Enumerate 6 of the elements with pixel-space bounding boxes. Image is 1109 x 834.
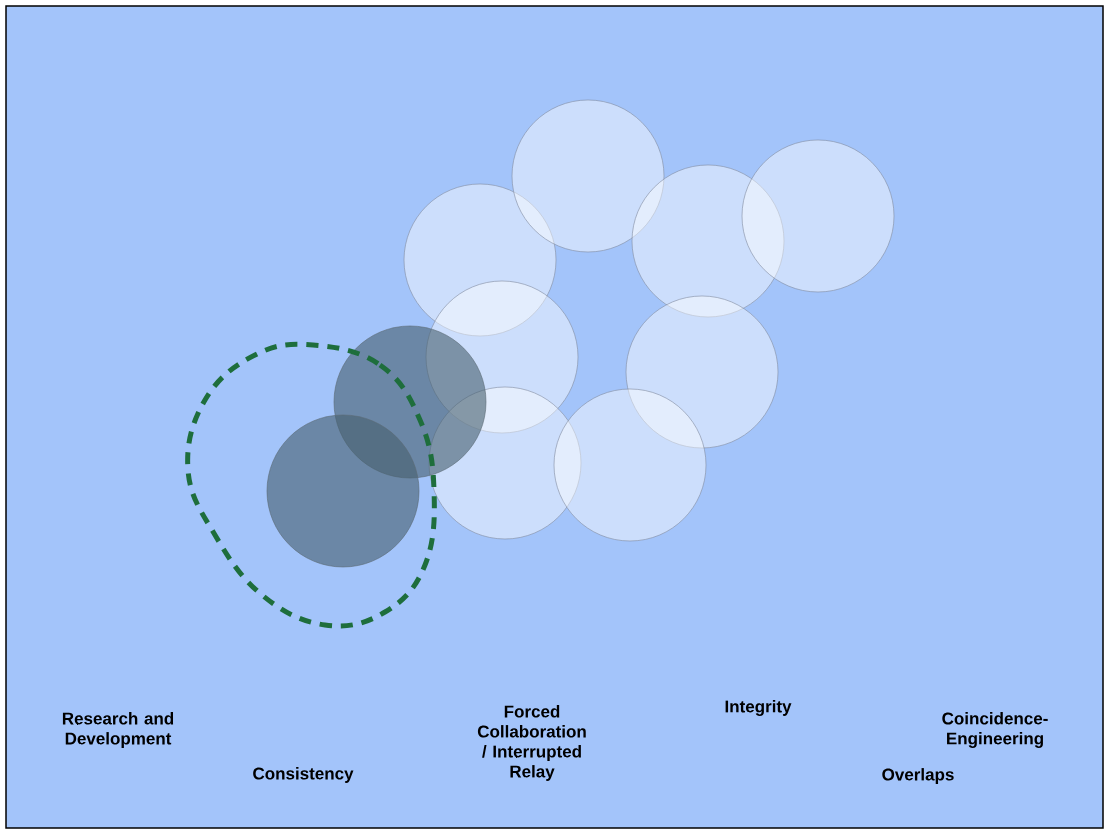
label-text: Coincidence-Engineering xyxy=(942,712,1048,748)
label-text: Forced Collaboration / Interrupted Relay xyxy=(477,705,586,781)
label-text: Research and Development xyxy=(62,712,174,748)
label-text: Integrity xyxy=(725,700,792,716)
label-text: Consistency xyxy=(253,767,354,783)
label-text: Overlaps xyxy=(882,768,954,784)
